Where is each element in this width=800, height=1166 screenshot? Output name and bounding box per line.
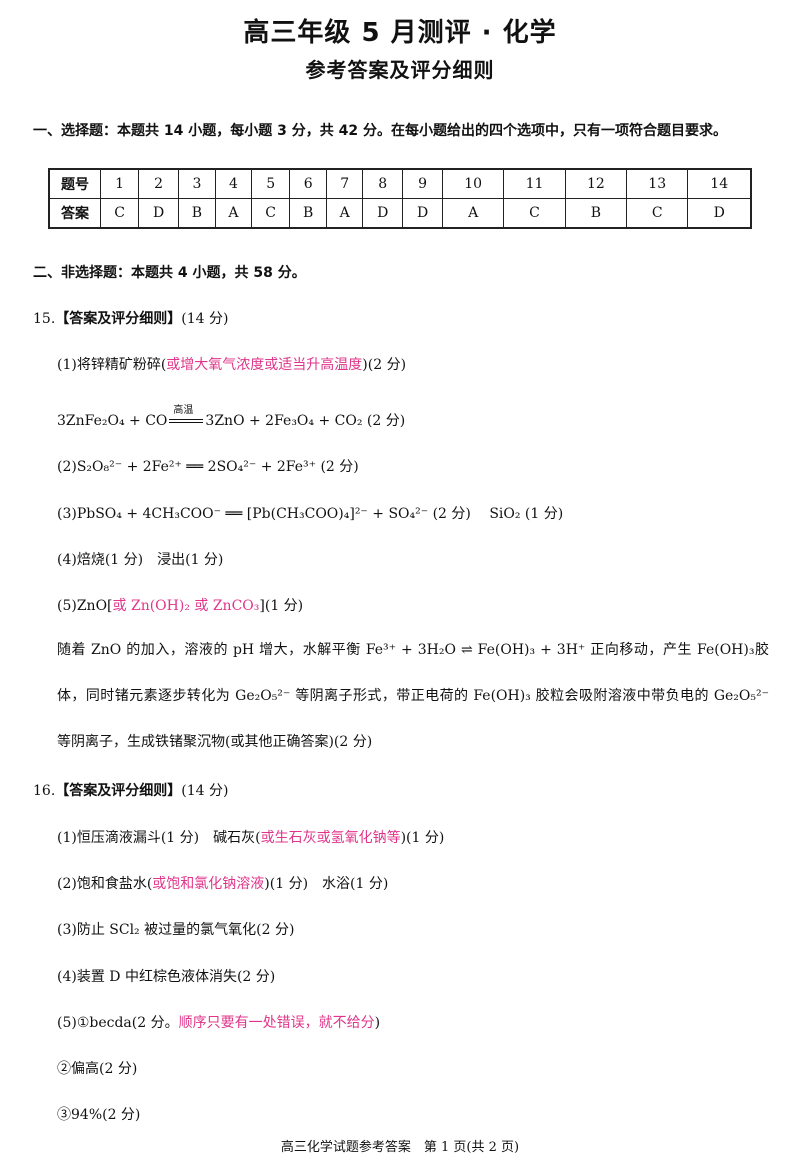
question-number-cell: 10 (442, 168, 505, 199)
q16-line1-score: )(1 分) (400, 830, 445, 846)
answer-cell: A (442, 198, 505, 229)
q16-line5-note: 顺序只要有一处错误，就不给分 (178, 1015, 375, 1031)
question-number-cell: 1 (99, 168, 140, 199)
q15-eq1-arrow: 高温 (167, 405, 205, 429)
question-number-cell: 9 (402, 168, 444, 199)
row-label-answer: 答案 (48, 198, 101, 229)
answer-cell: D (138, 198, 180, 229)
question-number-cell: 2 (138, 168, 180, 199)
answer-cell: A (214, 198, 253, 229)
q15-line1-score: )(2 分) (362, 357, 407, 373)
q16-line2-alt: 或饱和氯化钠溶液 (152, 876, 265, 892)
q16-heading: 16.【答案及评分细则】(14 分) (33, 780, 228, 800)
q15-eq1-condition: 高温 (173, 405, 194, 416)
q15-line1-alt: 或增大氧气浓度或适当升高温度 (166, 357, 363, 373)
q15-line6-score: ](1 分) (259, 598, 304, 614)
q16-line6: ②偏高(2 分) (57, 1061, 138, 1077)
q16-line1-text: (1)恒压滴液漏斗(1 分) 碱石灰( (57, 830, 261, 846)
q16-line3: (3)防止 SCl₂ 被过量的氯气氧化(2 分) (57, 922, 295, 938)
q16-tag: 【答案及评分细则】 (55, 783, 182, 799)
q16-line1-alt: 或生石灰或氢氧化钠等 (260, 830, 401, 846)
answer-cell: C (251, 198, 291, 229)
q15-line1: (1)将锌精矿粉碎(或增大氧气浓度或适当升高温度)(2 分) (57, 354, 406, 374)
q16-score: (14 分) (181, 783, 229, 799)
q15-line6: (5)ZnO[或 Zn(OH)₂ 或 ZnCO₃](1 分) (57, 595, 303, 615)
question-number-cell: 5 (251, 168, 291, 199)
answer-cell: B (178, 198, 216, 229)
page-footer: 高三化学试题参考答案 第 1 页(共 2 页) (280, 1140, 520, 1155)
section1-heading: 一、选择题：本题共 14 小题，每小题 3 分，共 42 分。在每小题给出的四个… (33, 123, 727, 139)
section2-heading: 二、非选择题：本题共 4 小题，共 58 分。 (33, 265, 306, 281)
question-number-cell: 12 (564, 168, 628, 199)
q15-number: 15. (33, 311, 56, 327)
q15-line6-alt: 或 Zn(OH)₂ 或 ZnCO₃ (112, 598, 260, 614)
row-label-number: 题号 (48, 168, 101, 199)
q15-line4: (3)PbSO₄ + 4CH₃COO⁻ ══ [Pb(CH₃COO)₄]²⁻ +… (57, 506, 564, 522)
question-number-cell: 6 (289, 168, 328, 199)
answer-cell: C (626, 198, 689, 229)
q15-explanation: 随着 ZnO 的加入，溶液的 pH 增大，水解平衡 Fe³⁺ + 3H₂O ⇌ … (57, 642, 769, 750)
question-number-cell: 7 (326, 168, 364, 199)
question-number-cell: 3 (178, 168, 216, 199)
answer-cell: A (326, 198, 364, 229)
question-number-cell: 14 (687, 168, 752, 199)
q15-score: (14 分) (181, 311, 229, 327)
q16-line1: (1)恒压滴液漏斗(1 分) 碱石灰(或生石灰或氢氧化钠等)(1 分) (57, 827, 444, 847)
answer-cell: D (402, 198, 444, 229)
q16-line7: ③94%(2 分) (57, 1107, 141, 1123)
q16-line2-text: (2)饱和食盐水( (57, 876, 153, 892)
answer-cell: B (289, 198, 328, 229)
q15-heading: 15.【答案及评分细则】(14 分) (33, 308, 228, 328)
q15-line6-text: (5)ZnO[ (57, 598, 113, 614)
answer-cell: D (687, 198, 752, 229)
answer-cell: C (503, 198, 566, 229)
q16-line2: (2)饱和食盐水(或饱和氯化钠溶液)(1 分) 水浴(1 分) (57, 873, 388, 893)
q15-line1-text: (1)将锌精矿粉碎( (57, 357, 167, 373)
q16-line4: (4)装置 D 中红棕色液体消失(2 分) (57, 969, 276, 985)
page-subtitle: 参考答案及评分细则 (305, 58, 495, 82)
q16-line5: (5)①becda(2 分。顺序只要有一处错误，就不给分) (57, 1012, 380, 1032)
answer-cell: B (564, 198, 628, 229)
question-number-cell: 4 (214, 168, 253, 199)
q15-line5: (4)焙烧(1 分) 浸出(1 分) (57, 552, 224, 568)
q15-tag: 【答案及评分细则】 (55, 311, 182, 327)
page-title: 高三年级 5 月测评 · 化学 (243, 18, 557, 48)
q16-number: 16. (33, 783, 56, 799)
question-number-cell: 8 (362, 168, 404, 199)
question-number-cell: 11 (503, 168, 566, 199)
q15-line3: (2)S₂O₈²⁻ + 2Fe²⁺ ══ 2SO₄²⁻ + 2Fe³⁺ (2 分… (57, 459, 359, 475)
q15-equation1: 3ZnFe₂O₄ + CO 高温 3ZnO + 2Fe₃O₄ + CO₂ (2 分) (57, 405, 406, 430)
q16-line5-close: ) (374, 1015, 381, 1031)
answer-cell: C (99, 198, 140, 229)
q15-eq1-products: 3ZnO + 2Fe₃O₄ + CO₂ (2 分) (205, 413, 406, 429)
q15-eq1-reactants: 3ZnFe₂O₄ + CO (57, 413, 168, 429)
answer-cell: D (362, 198, 404, 229)
q16-line2-score: )(1 分) 水浴(1 分) (264, 876, 389, 892)
q16-line5-text: (5)①becda(2 分。 (57, 1015, 179, 1031)
question-number-cell: 13 (626, 168, 689, 199)
